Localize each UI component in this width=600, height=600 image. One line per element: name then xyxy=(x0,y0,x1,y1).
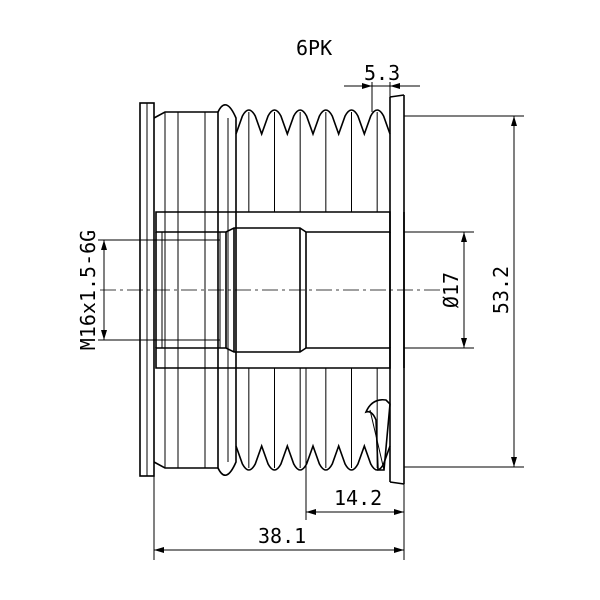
dim-outer-diameter xyxy=(404,115,524,468)
hub-length-label: 14.2 xyxy=(334,486,382,510)
thread-label: M16x1.5-6G xyxy=(76,230,100,350)
right-face xyxy=(389,94,405,485)
belt-label: 6PK xyxy=(296,36,332,60)
dim-bore xyxy=(404,231,474,349)
bore-section xyxy=(155,211,405,369)
left-flange xyxy=(139,102,219,477)
overall-length-label: 38.1 xyxy=(258,524,306,548)
pulley-body xyxy=(235,109,391,471)
dim-groove-width xyxy=(344,82,420,112)
outer-diameter-label: 53.2 xyxy=(489,266,513,314)
clutch-clip xyxy=(364,398,391,471)
bore-label: Ø17 xyxy=(439,272,463,308)
groove-width-label: 5.3 xyxy=(364,61,400,85)
dim-hub-length xyxy=(305,368,405,560)
dim-thread xyxy=(98,239,220,341)
dim-overall-length xyxy=(153,476,404,560)
